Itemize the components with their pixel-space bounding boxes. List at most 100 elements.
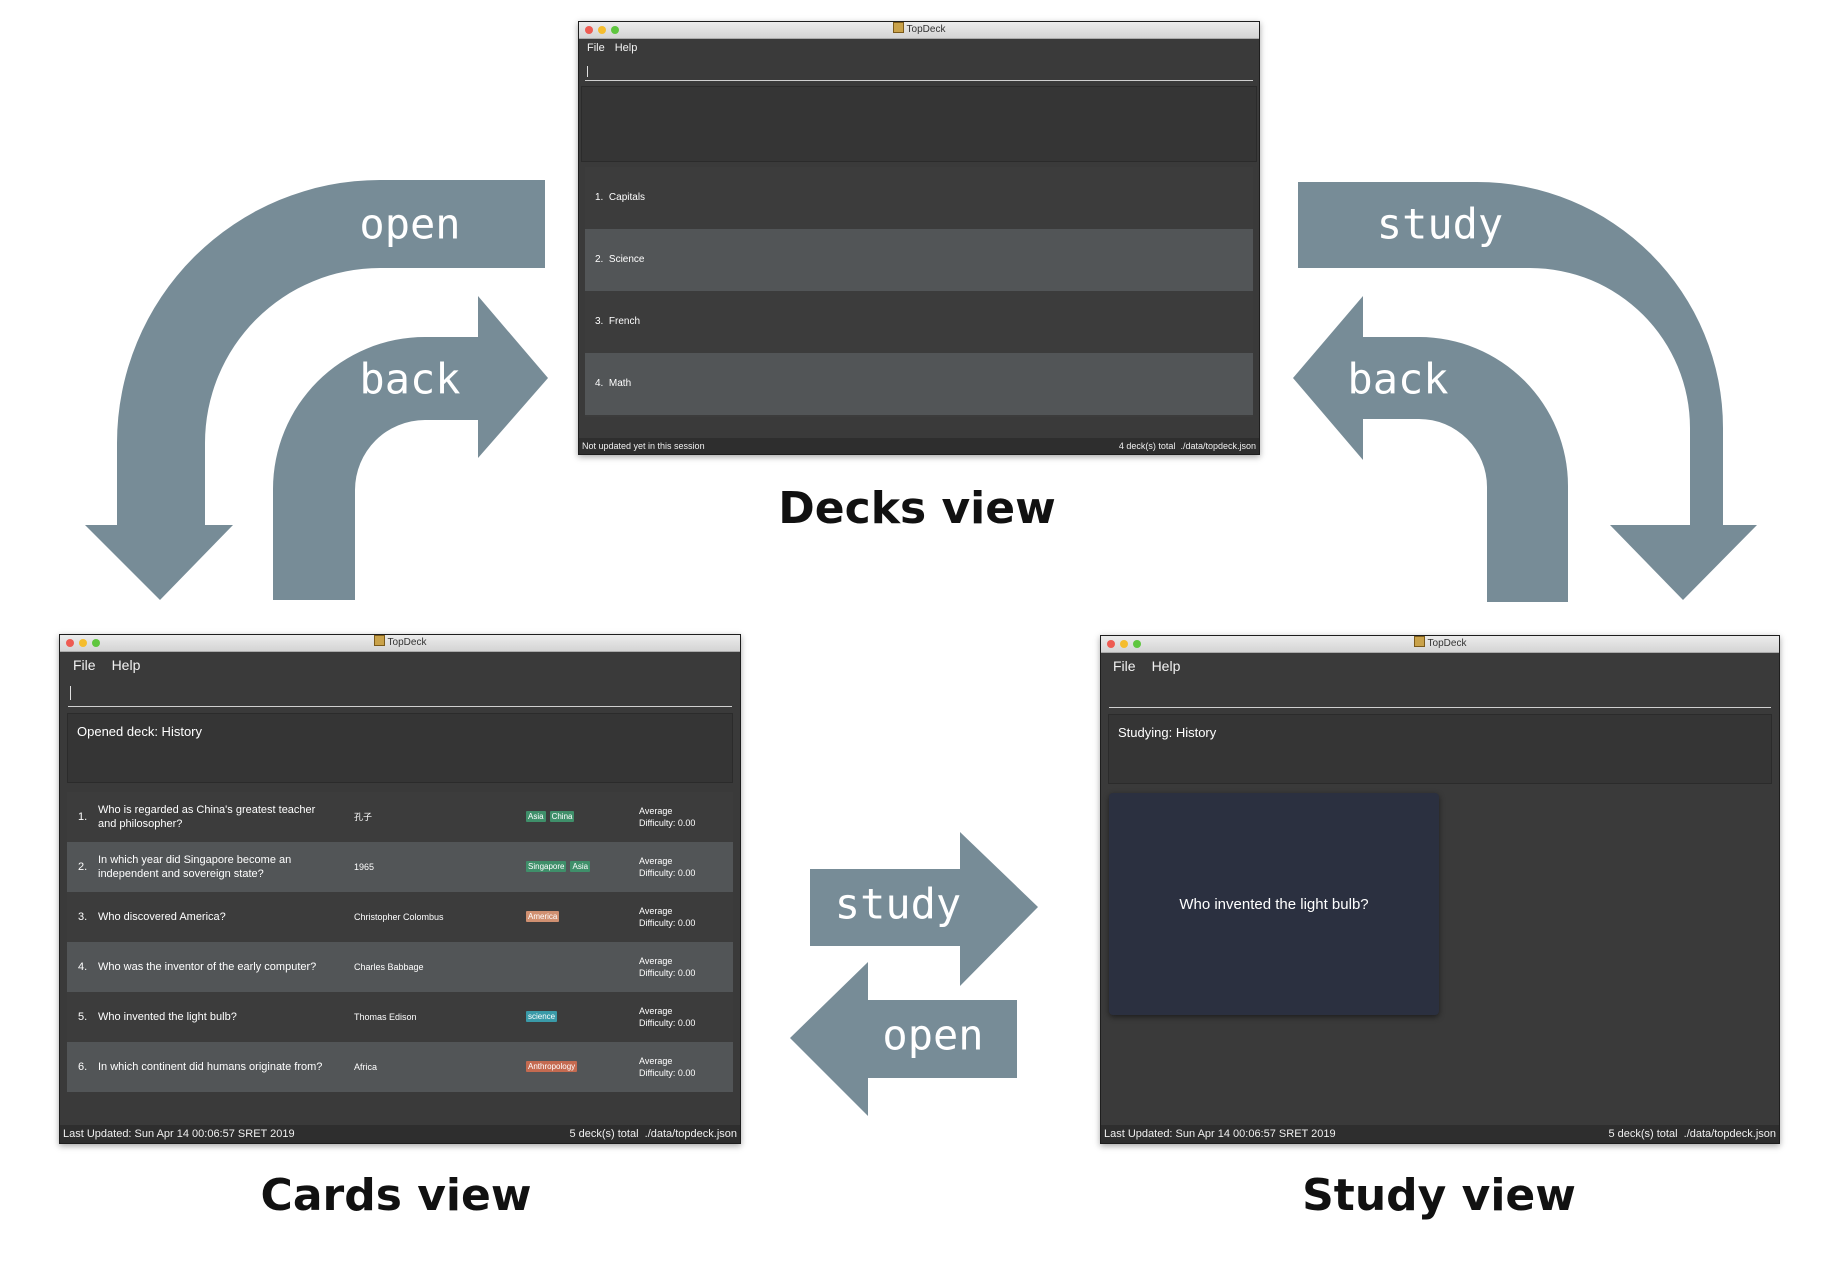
difficulty-value: Difficulty: 0.00 [639,1018,696,1028]
study-arrow-top-right [1298,182,1757,600]
card-question: In which continent did humans originate … [98,1061,323,1073]
deck-row[interactable]: 1. Capitals [585,167,1253,229]
study-arrow-middle [810,832,1038,986]
card-tags: America [526,892,563,942]
deck-name: Science [608,254,645,265]
text-cursor [587,66,588,77]
card-answer: Africa [354,1062,378,1072]
tag-badge: Asia [526,811,546,822]
card-row[interactable]: 3. Who discovered America? Christopher Col… [67,892,733,942]
title-bar: TopDeck [1101,636,1779,653]
app-icon [1413,636,1425,647]
close-icon[interactable] [585,26,593,34]
card-answer: Charles Babbage [354,962,424,972]
menu-help[interactable]: Help [111,657,141,673]
difficulty-label: Average [639,806,673,816]
command-input[interactable] [1109,683,1771,708]
card-tags: Anthropology [526,1042,581,1092]
deck-name: Capitals [608,192,646,203]
deck-name: French [608,316,641,327]
card-row[interactable]: 4. Who was the inventor of the early comp… [67,942,733,992]
open-arrow-middle [790,962,1017,1116]
minimize-icon[interactable] [79,639,87,647]
flashcard[interactable]: Who invented the light bulb? [1109,793,1439,1015]
status-file-path: ./data/topdeck.json [644,1128,737,1140]
maximize-icon[interactable] [92,639,100,647]
minimize-icon[interactable] [1120,640,1128,648]
card-index: 3. [78,911,88,923]
result-display: Studying: History [1108,714,1772,784]
status-bar: Not updated yet in this session 4 deck(s… [579,438,1259,454]
card-row[interactable]: 2.In which year did Singapore become an … [67,842,733,892]
close-icon[interactable] [66,639,74,647]
result-text: Studying: History [1118,725,1217,740]
card-index: 2. [78,861,88,873]
difficulty-label: Average [639,956,673,966]
card-row[interactable]: 1.Who is regarded as China's greatest te… [67,792,733,842]
open-arrow-top-left [85,180,545,600]
command-input[interactable] [585,62,1253,81]
card-row[interactable]: 6. In which continent did humans originat… [67,1042,733,1092]
back-arrow-label-right: back [1347,355,1448,404]
tag-badge: Singapore [526,861,567,872]
difficulty-value: Difficulty: 0.00 [639,968,696,978]
deck-list: 1. Capitals 2. Science 3. French 4. Math [585,167,1253,417]
window-title: TopDeck [1427,638,1467,649]
deck-row[interactable]: 4. Math [585,353,1253,415]
status-deck-count: 5 deck(s) total [1608,1128,1678,1140]
card-index: 6. [78,1061,88,1073]
difficulty-value: Difficulty: 0.00 [639,818,696,828]
difficulty-value: Difficulty: 0.00 [639,1068,696,1078]
open-arrow-label-middle: open [882,1011,983,1060]
card-question: Who invented the light bulb? [98,1011,237,1023]
minimize-icon[interactable] [598,26,606,34]
title-bar: TopDeck [579,22,1259,39]
card-answer: Christopher Colombus [354,912,444,922]
menu-file[interactable]: File [1113,658,1136,674]
menu-file[interactable]: File [587,42,605,54]
result-display: Opened deck: History [67,713,733,783]
flashcard-question: Who invented the light bulb? [1179,895,1369,913]
title-bar: TopDeck [60,635,740,652]
command-input[interactable] [68,682,732,707]
deck-row[interactable]: 2. Science [585,229,1253,291]
maximize-icon[interactable] [611,26,619,34]
tag-badge: Anthropology [526,1061,578,1072]
study-window: TopDeck File Help Studying: History Who … [1100,635,1780,1144]
maximize-icon[interactable] [1133,640,1141,648]
card-answer: Thomas Edison [354,1012,417,1022]
study-arrow-label-middle: study [835,880,961,929]
card-index: 4. [78,961,88,973]
card-question: Who is regarded as China's greatest teac… [98,804,316,830]
card-question: Who discovered America? [98,911,226,923]
status-bar: Last Updated: Sun Apr 14 00:06:57 SRET 2… [1101,1125,1779,1143]
text-cursor [70,686,71,700]
menu-file[interactable]: File [73,657,96,673]
app-icon [373,635,385,646]
card-row[interactable]: 5.Who invented the light bulb?Thomas Edi… [67,992,733,1042]
menu-help[interactable]: Help [614,42,638,54]
cards-window: TopDeck File Help Opened deck: History 1… [59,634,741,1144]
study-arrow-label: study [1377,200,1503,249]
study-view-label: Study view [1302,1170,1576,1221]
menu-bar: File Help [579,38,1259,58]
decks-view-label: Decks view [778,483,1056,534]
result-text: Opened deck: History [77,724,203,739]
close-icon[interactable] [1107,640,1115,648]
tag-badge: China [549,811,575,822]
status-file-path: ./data/topdeck.json [1683,1128,1776,1140]
tag-badge: science [526,1011,558,1022]
window-title: TopDeck [906,24,946,35]
deck-row[interactable]: 3. French [585,291,1253,353]
card-answer: 1965 [354,862,375,872]
window-title: TopDeck [387,637,427,648]
menu-help[interactable]: Help [1151,658,1181,674]
deck-index: 3. [595,316,604,327]
status-bar: Last Updated: Sun Apr 14 00:06:57 SRET 2… [60,1125,740,1143]
deck-index: 1. [595,192,604,203]
difficulty-label: Average [639,856,673,866]
card-question: Who was the inventor of the early comput… [98,961,317,973]
